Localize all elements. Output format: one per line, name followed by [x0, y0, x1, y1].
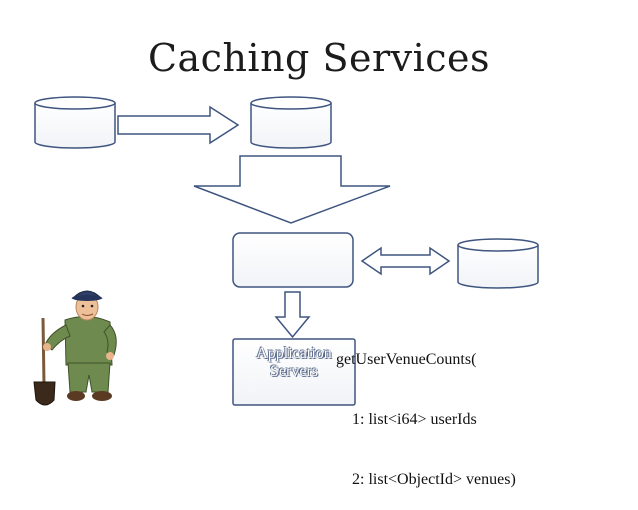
app-label-line2: Servers	[270, 363, 318, 380]
gardener-illustration	[33, 290, 117, 406]
diagram-canvas	[33, 96, 539, 406]
slide-title: Caching Services	[147, 36, 491, 80]
load-arrow-down	[193, 155, 391, 224]
rpc-signature: getUserVenueCounts( 1: list<i64> userIds…	[336, 310, 516, 510]
application-servers-box	[232, 338, 356, 406]
sync-arrow-right	[117, 105, 240, 145]
app-label-line1: Application	[256, 345, 332, 362]
bidirectional-arrow	[360, 246, 451, 276]
rpc-line-3: 2: list<ObjectId> venues)	[336, 471, 516, 488]
caching-service-box	[232, 232, 354, 288]
request-arrow-down	[274, 291, 311, 339]
application-servers-label: Application Servers	[233, 345, 355, 381]
replica-database-cylinder	[250, 96, 332, 149]
rpc-line-2: 1: list<i64> userIds	[336, 411, 477, 428]
source-database-cylinder	[34, 96, 116, 149]
cache-store-cylinder	[457, 238, 539, 289]
rpc-line-1: getUserVenueCounts(	[336, 351, 477, 368]
